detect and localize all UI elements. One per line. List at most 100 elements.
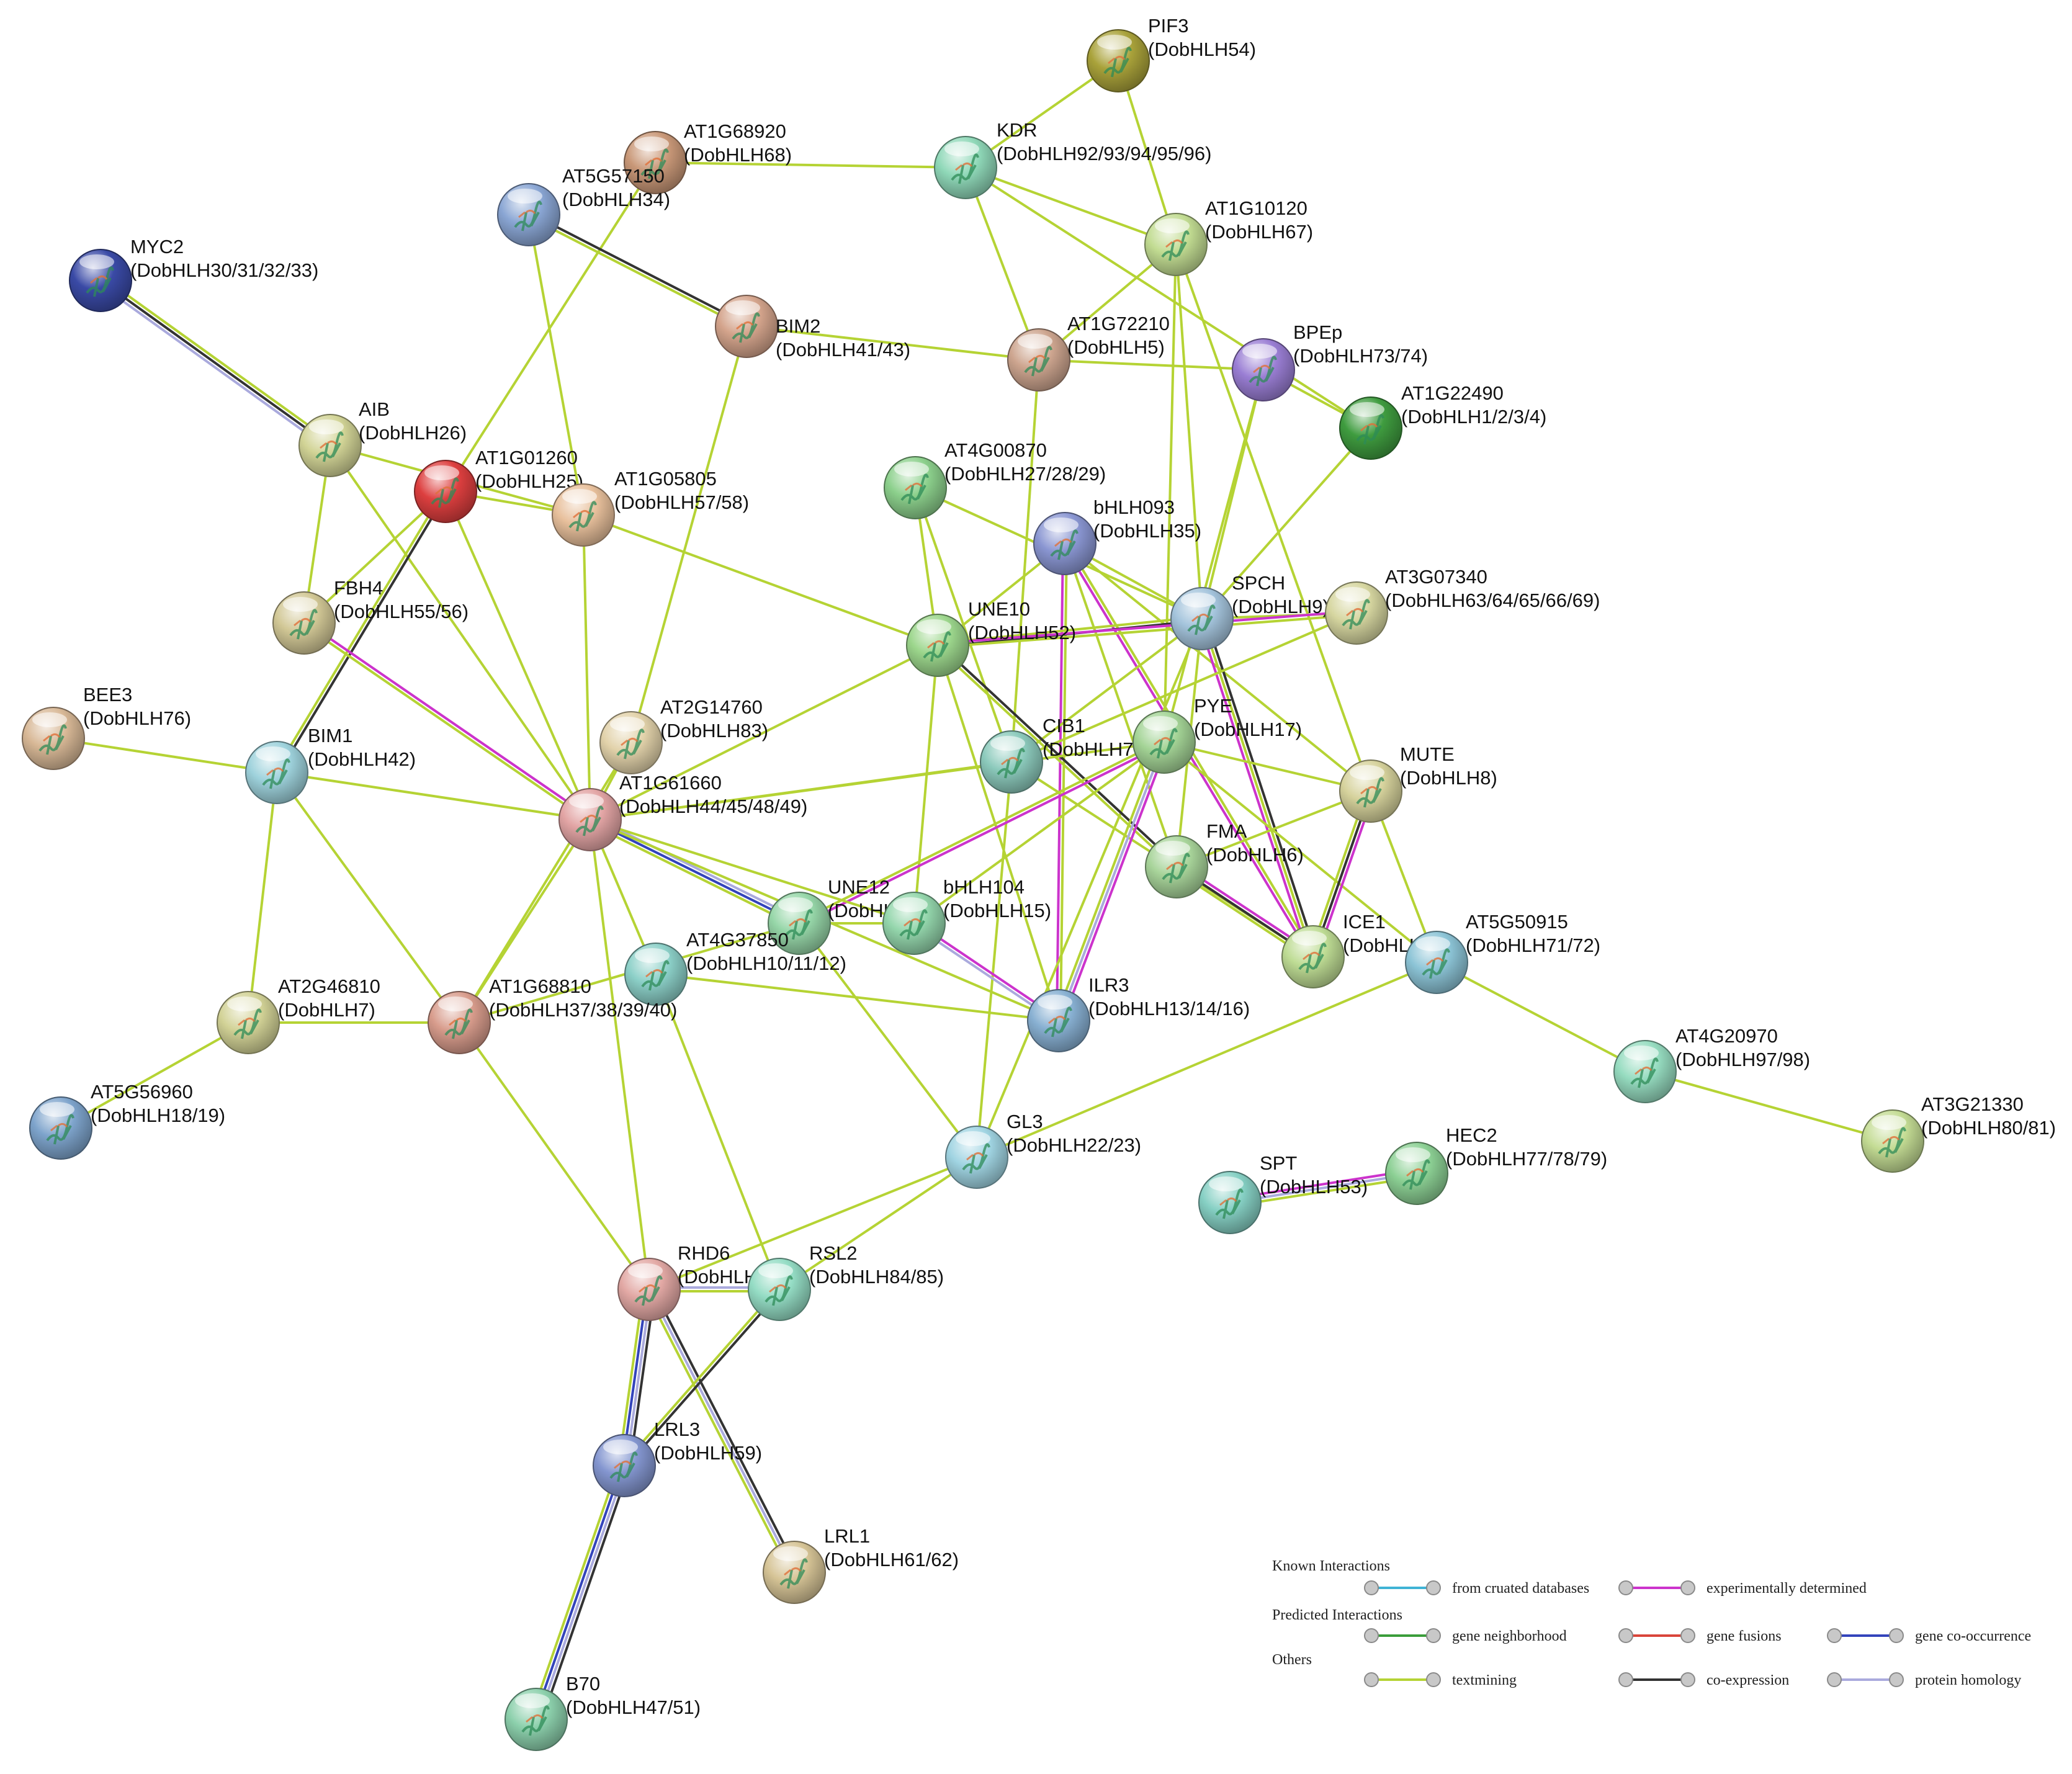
node-BPEp[interactable]: BPEp(DobHLH73/74) xyxy=(1232,321,1428,401)
legend-item-cooccurrence: gene co-occurrence xyxy=(1827,1628,2031,1644)
node-FBH4[interactable]: FBH4(DobHLH55/56) xyxy=(272,577,469,655)
node-label-name: AT3G07340 xyxy=(1385,566,1487,588)
node-label-name: AT1G05805 xyxy=(614,468,717,490)
node-label-alias: (DobHLH80/81) xyxy=(1921,1117,2056,1139)
edge-line-textmining xyxy=(1175,244,1372,792)
node-HEC2[interactable]: HEC2(DobHLH77/78/79) xyxy=(1385,1124,1607,1205)
edge-BIM2-AT1G72210 xyxy=(746,325,1039,361)
node-highlight xyxy=(1242,344,1277,359)
edge-line-textmining xyxy=(648,1156,977,1291)
node-AIB[interactable]: AIB(DobHLH26) xyxy=(298,398,467,477)
node-bHLH104[interactable]: bHLH104(DobHLH15) xyxy=(882,876,1051,955)
legend-swatch-dot xyxy=(1618,1628,1633,1643)
node-AT1G10120[interactable]: AT1G10120(DobHLH67) xyxy=(1144,197,1313,276)
node-AT3G07340[interactable]: AT3G07340(DobHLH63/64/65/66/69) xyxy=(1325,566,1600,645)
protein-helix-icon xyxy=(1028,354,1046,364)
node-AT1G22490[interactable]: AT1G22490(DobHLH1/2/3/4) xyxy=(1339,382,1546,460)
node-AT5G56960[interactable]: AT5G56960(DobHLH18/19) xyxy=(29,1081,225,1160)
node-AT4G37850[interactable]: AT4G37850(DobHLH10/11/12) xyxy=(624,929,846,1006)
node-label-name: B70 xyxy=(566,1673,600,1695)
node-label-name: AT2G14760 xyxy=(660,696,763,718)
node-BIM1[interactable]: BIM1(DobHLH42) xyxy=(245,725,416,804)
edge-BEE3-BIM1 xyxy=(53,737,277,774)
edge-PYE-AT1G61660 xyxy=(590,741,1165,821)
node-LRL1[interactable]: LRL1(DobHLH61/62) xyxy=(763,1525,959,1604)
node-PIF3[interactable]: PIF3(DobHLH54) xyxy=(1087,15,1256,92)
node-UNE10[interactable]: UNE10(DobHLH52) xyxy=(906,598,1076,677)
node-label-alias: (DobHLH71/72) xyxy=(1466,934,1600,956)
node-highlight xyxy=(508,189,542,204)
node-AT1G68920[interactable]: AT1G68920(DobHLH68) xyxy=(624,120,792,194)
node-LRL3[interactable]: LRL3(DobHLH59) xyxy=(593,1418,762,1497)
protein-structure-icon xyxy=(1024,346,1052,377)
legend-swatch-dot xyxy=(1618,1580,1633,1595)
protein-structure-icon xyxy=(431,477,459,508)
edge-SPCH-ICE1 xyxy=(1197,617,1318,959)
node-SPT[interactable]: SPT(DobHLH53) xyxy=(1198,1152,1368,1234)
node-CIB1[interactable]: CIB1(DobHLH70) xyxy=(980,715,1150,794)
edge-line-textmining xyxy=(1230,1175,1418,1207)
node-RSL2[interactable]: RSL2(DobHLH84/85) xyxy=(748,1242,944,1321)
edge-line-textmining xyxy=(1054,740,1162,1020)
node-AT2G14760[interactable]: AT2G14760(DobHLH83) xyxy=(599,696,768,774)
protein-structure-icon xyxy=(1878,1127,1906,1158)
node-AT4G20970[interactable]: AT4G20970(DobHLH97/98) xyxy=(1613,1025,1810,1103)
node-highlight xyxy=(1044,517,1079,532)
node-AT1G01260[interactable]: AT1G01260(DobHLH25) xyxy=(414,447,583,523)
node-KDR[interactable]: KDR(DobHLH92/93/94/95/96) xyxy=(934,119,1211,199)
node-BIM2[interactable]: BIM2(DobHLH41/43) xyxy=(715,295,910,361)
node-AT1G68810[interactable]: AT1G68810(DobHLH37/38/39/40) xyxy=(428,975,677,1054)
node-AT5G50915[interactable]: AT5G50915(DobHLH71/72) xyxy=(1405,911,1600,994)
edge-line-textmining xyxy=(964,167,1040,361)
node-highlight xyxy=(1292,931,1327,946)
edge-line-textmining xyxy=(798,922,978,1158)
node-AT4G00870[interactable]: AT4G00870(DobHLH27/28/29) xyxy=(884,439,1106,519)
node-label-name: ILR3 xyxy=(1088,974,1129,996)
node-AT1G72210[interactable]: AT1G72210(DobHLH5) xyxy=(1007,313,1170,392)
edge-line-coexpression xyxy=(624,1289,782,1468)
node-highlight xyxy=(1181,593,1216,607)
edge-AT1G05805-AT1G61660 xyxy=(582,514,591,820)
node-GL3[interactable]: GL3(DobHLH22/23) xyxy=(945,1111,1141,1189)
edge-line-homology xyxy=(591,815,802,921)
node-AT2G46810[interactable]: AT2G46810(DobHLH7) xyxy=(217,975,380,1054)
node-AT1G61660[interactable]: AT1G61660(DobHLH44/45/48/49) xyxy=(558,772,807,851)
node-AT1G05805[interactable]: AT1G05805(DobHLH57/58) xyxy=(552,468,749,547)
edge-line-experimental xyxy=(1197,619,1311,959)
node-MYC2[interactable]: MYC2(DobHLH30/31/32/33) xyxy=(69,236,318,312)
protein-helix-icon xyxy=(905,482,923,491)
edge-line-textmining xyxy=(778,1156,978,1291)
edge-AT1G72210-CIB1 xyxy=(1010,359,1040,763)
node-label-alias: (DobHLH73/74) xyxy=(1293,345,1428,367)
node-BEE3[interactable]: BEE3(DobHLH76) xyxy=(22,684,191,770)
edge-line-textmining xyxy=(1163,244,1177,743)
node-highlight xyxy=(893,897,928,912)
legend-item-experimental: experimentally determined xyxy=(1618,1580,1867,1597)
protein-structure-icon xyxy=(641,960,670,991)
node-label-alias: (DobHLH26) xyxy=(359,422,467,444)
protein-helix-icon xyxy=(518,209,536,218)
edge-line-textmining xyxy=(1010,617,1203,763)
edge-AT5G57150-AT1G05805 xyxy=(527,214,585,516)
node-SPCH[interactable]: SPCH(DobHLH9) xyxy=(1170,572,1329,650)
node-AT3G21330[interactable]: AT3G21330(DobHLH80/81) xyxy=(1861,1093,2056,1173)
node-highlight xyxy=(1209,1176,1244,1191)
node-highlight xyxy=(515,1693,550,1708)
node-label-alias: (DobHLH54) xyxy=(1148,38,1256,60)
edge-CIB1-GL3 xyxy=(975,761,1013,1158)
node-FMA[interactable]: FMA(DobHLH6) xyxy=(1145,820,1304,898)
edge-KDR-AT1G10120 xyxy=(965,166,1177,246)
node-bHLH093[interactable]: bHLH093(DobHLH35) xyxy=(1033,496,1201,575)
edge-MUTE-FMA xyxy=(1176,790,1371,868)
node-B70[interactable]: B70(DobHLH47/51) xyxy=(505,1673,701,1751)
node-PYE[interactable]: PYE(DobHLH17) xyxy=(1132,695,1302,774)
node-ILR3[interactable]: ILR3(DobHLH13/14/16) xyxy=(1027,974,1250,1052)
protein-structure-icon xyxy=(262,758,290,789)
node-AT5G57150[interactable]: AT5G57150(DobHLH34) xyxy=(497,165,670,246)
node-MUTE[interactable]: MUTE(DobHLH8) xyxy=(1339,743,1497,823)
edge-GL3-RHD6 xyxy=(648,1156,977,1291)
node-highlight xyxy=(424,465,459,480)
edge-BIM1-AT1G68810 xyxy=(276,771,460,1024)
node-label-alias: (DobHLH47/51) xyxy=(566,1696,701,1718)
